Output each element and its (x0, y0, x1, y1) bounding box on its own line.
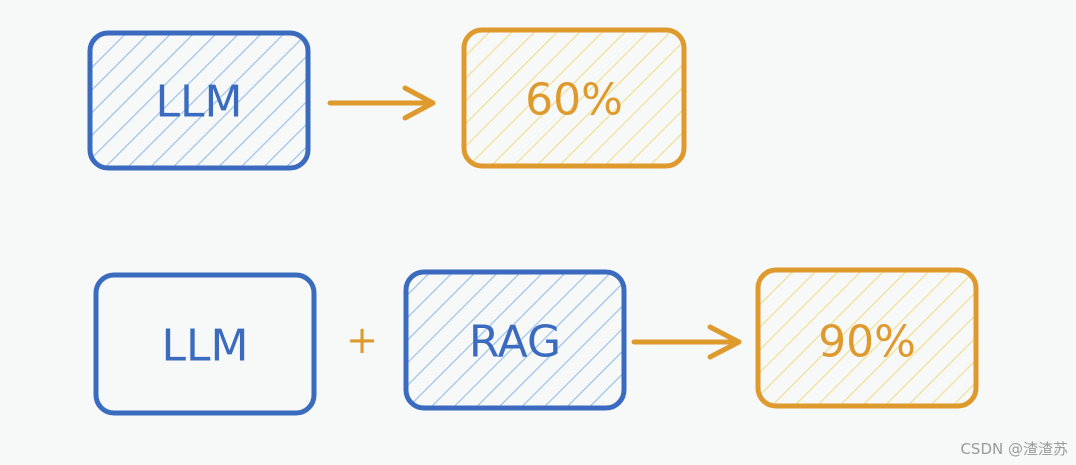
row1-llm-box: LLM (87, 30, 311, 171)
row1-llm-label: LLM (156, 77, 243, 128)
row2-llm-box: LLM (93, 272, 317, 416)
row2-result-box: 90% (755, 267, 979, 409)
row2-result-label: 90% (818, 317, 916, 368)
row2-arrow (631, 324, 742, 360)
row1-result-label: 60% (525, 75, 623, 126)
row2-rag-label: RAG (469, 317, 561, 368)
row2-rag-box: RAG (403, 269, 627, 411)
row1-result-box: 60% (461, 27, 687, 169)
row1-arrow (327, 85, 436, 121)
plus-symbol: + (346, 318, 378, 362)
row2-llm-label: LLM (162, 321, 249, 372)
watermark: CSDN @渣渣苏 (960, 440, 1068, 458)
